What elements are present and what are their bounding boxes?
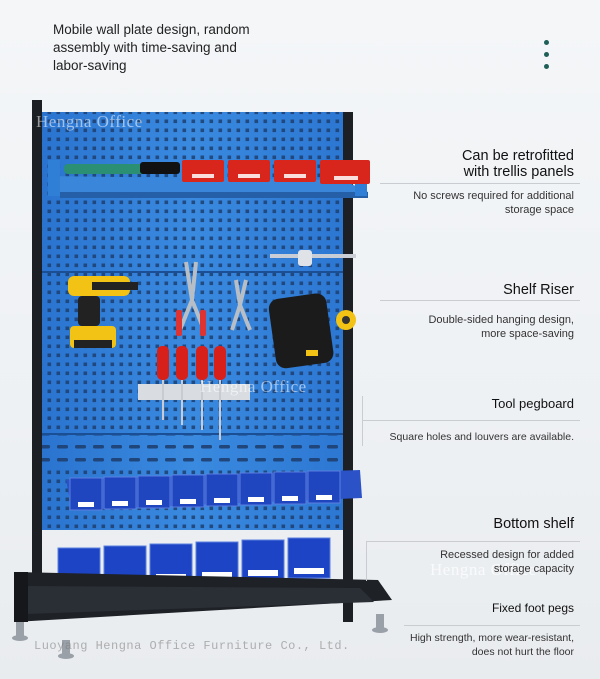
foot-pegs [12, 614, 388, 659]
hook-bar [270, 254, 356, 258]
feature-desc: more space-saving [481, 328, 574, 340]
callout-line [362, 396, 363, 446]
callout-line [380, 183, 580, 184]
feature-title: with trellis panels [463, 164, 574, 180]
callout-line [366, 541, 367, 581]
feature-foot-pegs: Fixed foot pegs [314, 601, 574, 615]
feature-desc: storage capacity [493, 563, 574, 575]
feature-desc: Double-sided hanging design, [428, 314, 574, 326]
tool-pouch-icon [268, 293, 334, 369]
feature-foot-pegs-desc: High strength, more wear-resistant, does… [314, 631, 574, 659]
intro-text: Mobile wall plate design, random assembl… [53, 21, 293, 75]
watermark-right: Hengna Office [430, 560, 537, 579]
left-post [32, 100, 42, 620]
callout-line [380, 300, 580, 301]
feature-desc: No screws required for additional [413, 190, 574, 202]
feature-desc: Recessed design for added [440, 549, 574, 561]
feature-bottom-shelf-desc: Recessed design for added storage capaci… [314, 548, 574, 576]
watermark-middle: Hengna Office [200, 377, 307, 396]
feature-title: Bottom shelf [493, 516, 574, 532]
feature-title: Can be retrofitted [461, 148, 574, 164]
feature-tool-pegboard: Tool pegboard [314, 396, 574, 411]
drill-icon [68, 276, 138, 348]
callout-line [366, 541, 580, 542]
middle-bins [66, 470, 362, 511]
callout-line [404, 625, 580, 626]
feature-desc: storage space [504, 204, 574, 216]
feature-desc: High strength, more wear-resistant, [410, 632, 574, 644]
screwdriver-icon [138, 346, 250, 440]
feature-shelf-riser-desc: Double-sided hanging design, more space-… [314, 313, 574, 341]
watermark-bottom: Luoyang Hengna Office Furniture Co., Ltd… [34, 639, 350, 653]
pliers-icon [230, 279, 252, 331]
intro-line-3: labor-saving [53, 58, 127, 73]
feature-shelf-riser: Shelf Riser [314, 282, 574, 298]
more-menu-icon[interactable] [541, 40, 551, 72]
intro-line-2: assembly with time-saving and [53, 40, 237, 55]
top-shelf [48, 160, 370, 198]
feature-bottom-shelf: Bottom shelf [314, 516, 574, 532]
feature-desc: Square holes and louvers are available. [389, 431, 574, 443]
base-tray [14, 572, 392, 622]
right-post [343, 112, 353, 622]
watermark-top: Hengna Office [36, 112, 143, 131]
feature-title: Shelf Riser [503, 282, 574, 298]
feature-trellis-panels: Can be retrofitted with trellis panels [314, 148, 574, 180]
feature-desc: does not hurt the floor [471, 646, 574, 658]
feature-title: Tool pegboard [491, 396, 574, 411]
feature-tool-pegboard-desc: Square holes and louvers are available. [314, 430, 574, 444]
callout-line [362, 420, 580, 421]
feature-trellis-desc: No screws required for additional storag… [314, 189, 574, 217]
intro-line-1: Mobile wall plate design, random [53, 22, 250, 37]
pegboard-rack-illustration [12, 100, 392, 659]
feature-title: Fixed foot pegs [491, 601, 574, 615]
